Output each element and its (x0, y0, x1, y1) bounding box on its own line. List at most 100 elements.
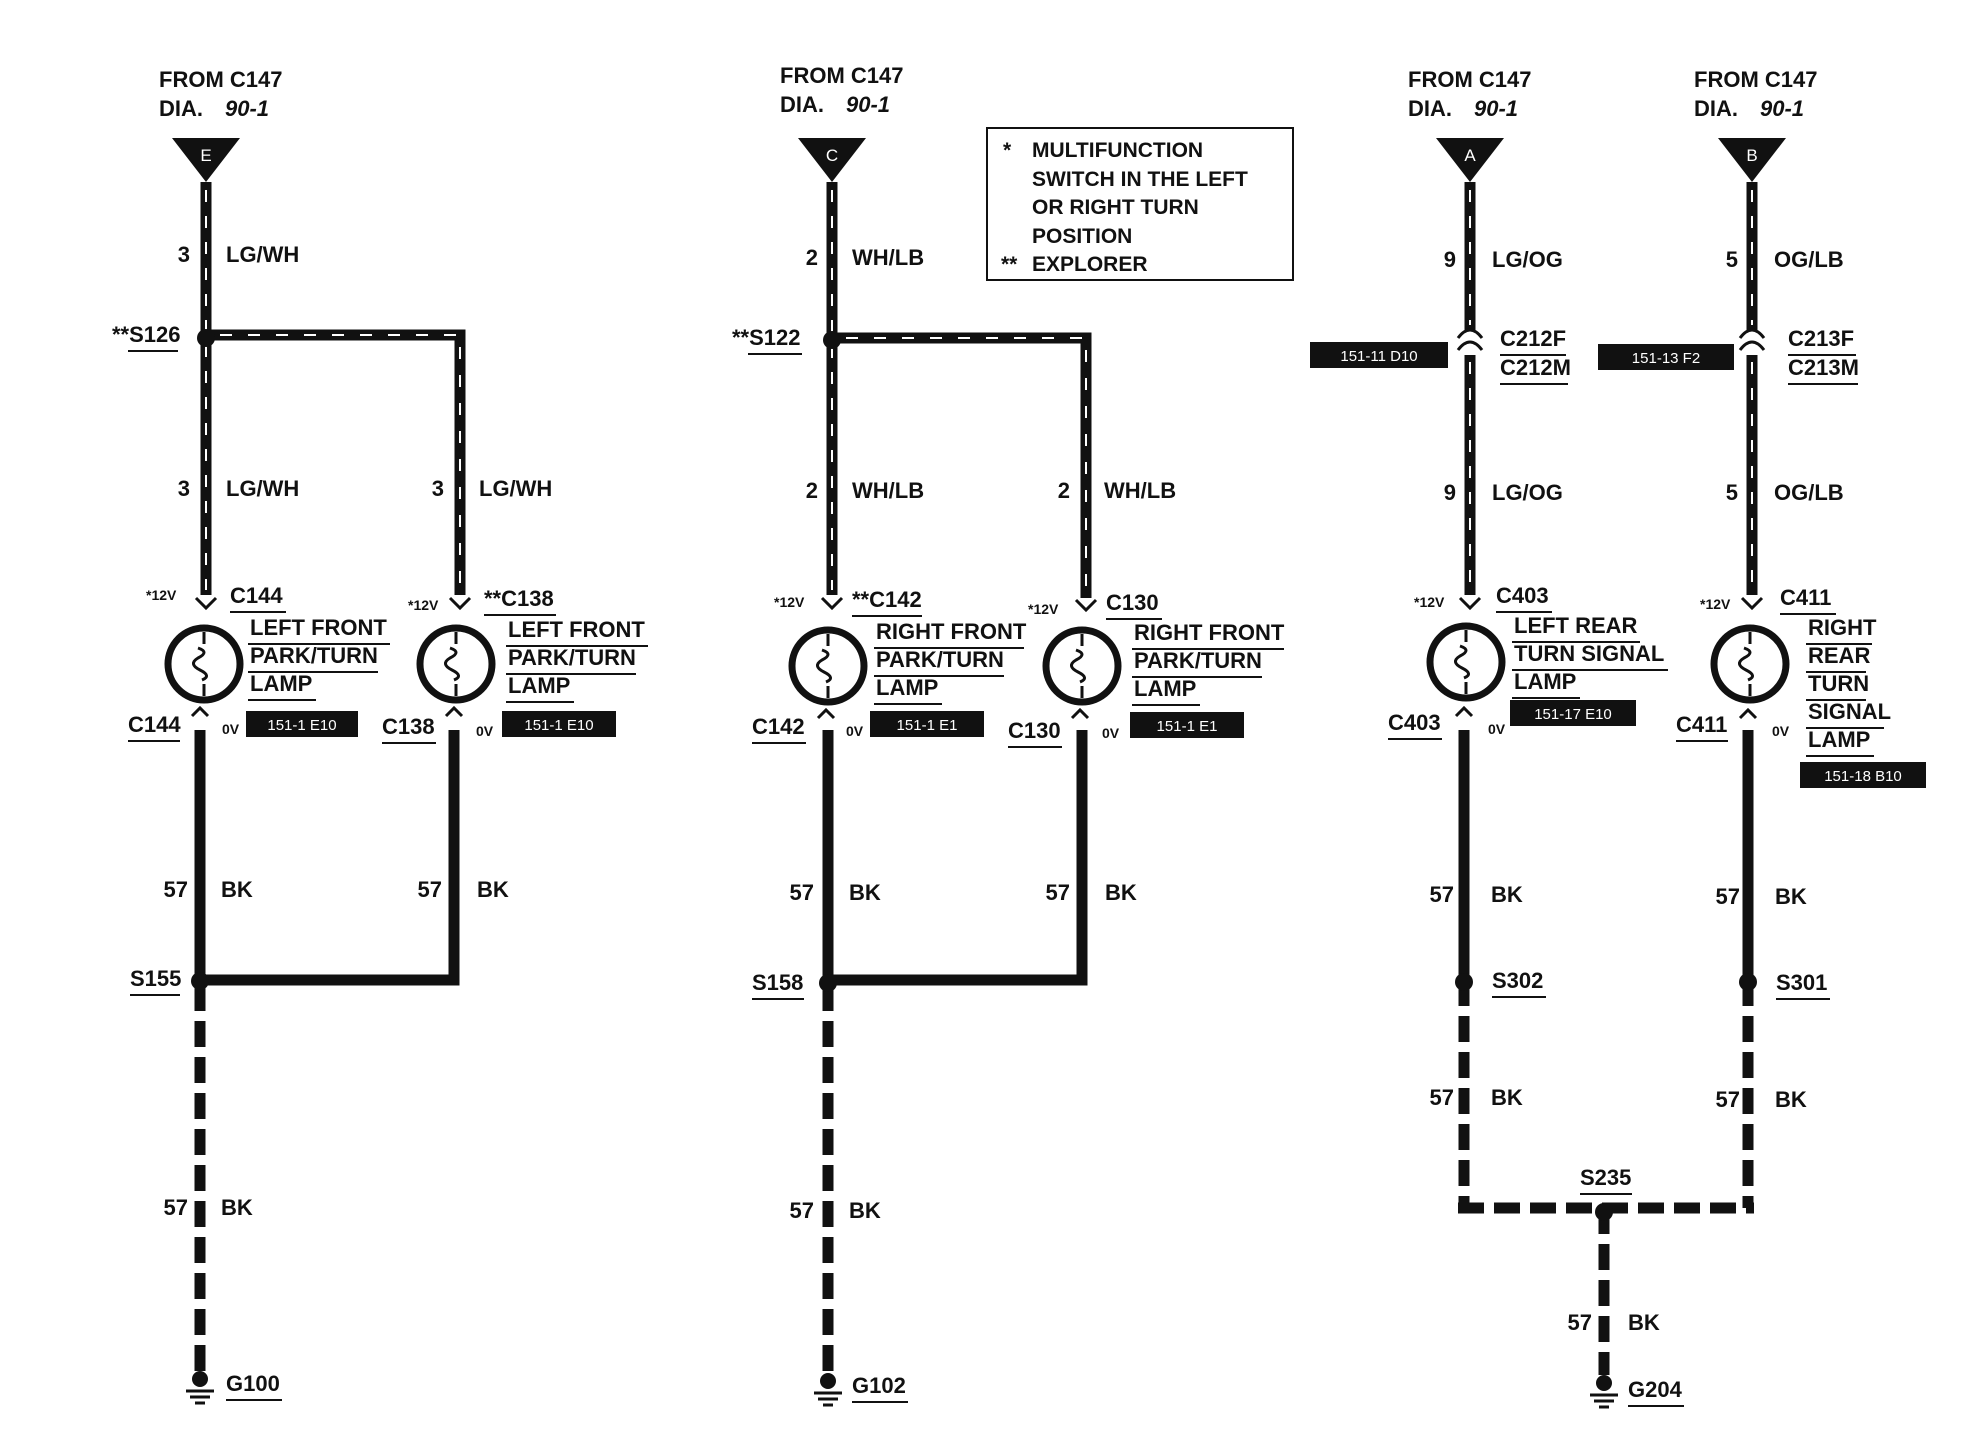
splice-dot (197, 329, 215, 347)
wire-labels: 3 LG/WH 3 LG/WH 3 LG/WH 2 WH/LB 2 WH/LB … (164, 242, 1844, 1335)
voltage-label: *12V (1028, 601, 1059, 617)
lamp-left-rear-turn-signal-c403: *12V 0V C403 C403 LEFT REAR TURN SIGNAL … (1388, 583, 1668, 740)
voltage-label: 0V (1488, 721, 1506, 737)
connector-label: C411 (1780, 585, 1831, 610)
wire-color-label: BK (221, 877, 253, 902)
wire-circuit-number: 57 (164, 877, 188, 902)
source-dia-label: DIA. (780, 92, 824, 117)
voltage-label: 0V (222, 721, 240, 737)
inline-connector-c213: C213F C213M 151-13 F2 (1598, 326, 1859, 385)
source-from-label: FROM C147 (780, 63, 903, 88)
wire-circuit-number: 2 (806, 245, 818, 270)
source-B: FROM C147 DIA. 90-1 B (1694, 67, 1817, 182)
wire-circuit-number: 2 (806, 478, 818, 503)
inline-connector-c212: C212F C212M 151-11 D10 (1310, 326, 1571, 385)
lamp-name-line: REAR (1808, 643, 1870, 668)
lamp-name-line: LAMP (508, 673, 570, 698)
source-from-label: FROM C147 (159, 67, 282, 92)
legend: * MULTIFUNCTION SWITCH IN THE LEFT OR RI… (986, 127, 1294, 281)
legend-line: POSITION (1032, 225, 1132, 248)
lamp-name-line: PARK/TURN (876, 647, 1004, 672)
source-dia-ref: 90-1 (846, 92, 890, 117)
page-ref-box (1310, 342, 1448, 368)
circuit-57-wires (194, 730, 1754, 1375)
source-dia-label: DIA. (1408, 96, 1452, 121)
wire-color-label: BK (1628, 1310, 1660, 1335)
page-ref-box (1510, 700, 1636, 726)
wire-color-label: LG/OG (1492, 247, 1563, 272)
wire-color-label: WH/LB (852, 245, 924, 270)
wire-circuit-number: 57 (1046, 880, 1070, 905)
connector-label: C130 (1106, 590, 1159, 615)
splice-dot (191, 972, 209, 990)
wire-color-label: BK (1775, 884, 1807, 909)
voltage-label: 0V (1102, 725, 1120, 741)
ground-label: G100 (226, 1371, 280, 1396)
lamp-name-line: TURN SIGNAL (1514, 641, 1664, 666)
bulb-icon (416, 624, 496, 704)
connector-label: C411 (1676, 712, 1727, 737)
legend-line: MULTIFUNCTION (1032, 139, 1203, 162)
wire-circuit-number: 57 (1430, 882, 1454, 907)
source-dia-ref: 90-1 (225, 96, 269, 121)
splice-label: S155 (130, 966, 181, 991)
legend-line: OR RIGHT TURN (1032, 196, 1199, 219)
wire-circuit-number: 3 (178, 242, 190, 267)
page-ref-label: 151-1 E10 (524, 717, 593, 734)
wire-circuit-number: 57 (790, 1198, 814, 1223)
wire-circuit-number: 5 (1726, 247, 1738, 272)
ground-label: G102 (852, 1373, 906, 1398)
connector-male-label: C213M (1788, 355, 1859, 380)
source-pin-letter: E (200, 146, 211, 165)
voltage-label: *12V (774, 594, 805, 610)
lamp-right-front-park-turn-c130: *12V 0V C130 C130 RIGHT FRONT PARK/TURN … (1008, 590, 1285, 748)
wire-color-label: OG/LB (1774, 480, 1844, 505)
lamp-name-line: TURN (1808, 671, 1869, 696)
legend-line: SWITCH IN THE LEFT (1032, 168, 1248, 191)
legend-mark: ** (1001, 253, 1018, 276)
lamp-name-line: RIGHT FRONT (1134, 620, 1285, 645)
splice-label: S235 (1580, 1165, 1631, 1190)
wire-circuit-number: 3 (178, 476, 190, 501)
wire-circuit-number: 5 (1726, 480, 1738, 505)
connector-male-label: C212M (1500, 355, 1571, 380)
wire-color-label: BK (221, 1195, 253, 1220)
splice-label: S302 (1492, 968, 1543, 993)
splices: **S126 **S122 S155 S158 S302 S301 S235 (112, 322, 1830, 1221)
voltage-label: 0V (846, 723, 864, 739)
lamp-right-rear-turn-signal-c411: *12V 0V C411 C411 RIGHT REAR TURN SIGNAL… (1676, 585, 1926, 788)
source-from-label: FROM C147 (1408, 67, 1531, 92)
voltage-label: *12V (408, 597, 439, 613)
wire-color-label: BK (1775, 1087, 1807, 1112)
wire-color-label: WH/LB (1104, 478, 1176, 503)
wire-circuit-number: 57 (790, 880, 814, 905)
bulb-icon (788, 626, 868, 706)
source-dia-label: DIA. (1694, 96, 1738, 121)
lamp-name-line: PARK/TURN (250, 643, 378, 668)
lamp-name-line: LAMP (1808, 727, 1870, 752)
splice-dot (823, 331, 841, 349)
voltage-label: *12V (146, 587, 177, 603)
source-pin-letter: A (1464, 146, 1476, 165)
wire-circuit-number: 57 (1716, 884, 1740, 909)
connector-label: C130 (1008, 718, 1061, 743)
page-ref-box (870, 711, 984, 737)
lamp-left-front-park-turn-c144: *12V 0V C144 C144 LEFT FRONT PARK/TURN L… (128, 583, 390, 742)
source-dia-ref: 90-1 (1474, 96, 1518, 121)
wire-circuit-number: 57 (1716, 1087, 1740, 1112)
wire-circuit-number: 2 (1058, 478, 1070, 503)
lamp-name-line: LEFT REAR (1514, 613, 1638, 638)
page-ref-label: 151-13 F2 (1632, 350, 1700, 367)
wire-color-label: WH/LB (852, 478, 924, 503)
bulb-icon (1710, 624, 1790, 704)
connector-female-label: C213F (1788, 326, 1854, 351)
page-ref-label: 151-1 E1 (1157, 718, 1218, 735)
wire-color-label: LG/OG (1492, 480, 1563, 505)
lamp-name-line: LAMP (250, 671, 312, 696)
lamp-name-line: PARK/TURN (508, 645, 636, 670)
splice-label: **S126 (112, 322, 181, 347)
source-pin-letter: B (1746, 146, 1757, 165)
splice-label: S158 (752, 970, 803, 995)
page-ref-box (1598, 344, 1734, 370)
voltage-label: 0V (476, 723, 494, 739)
